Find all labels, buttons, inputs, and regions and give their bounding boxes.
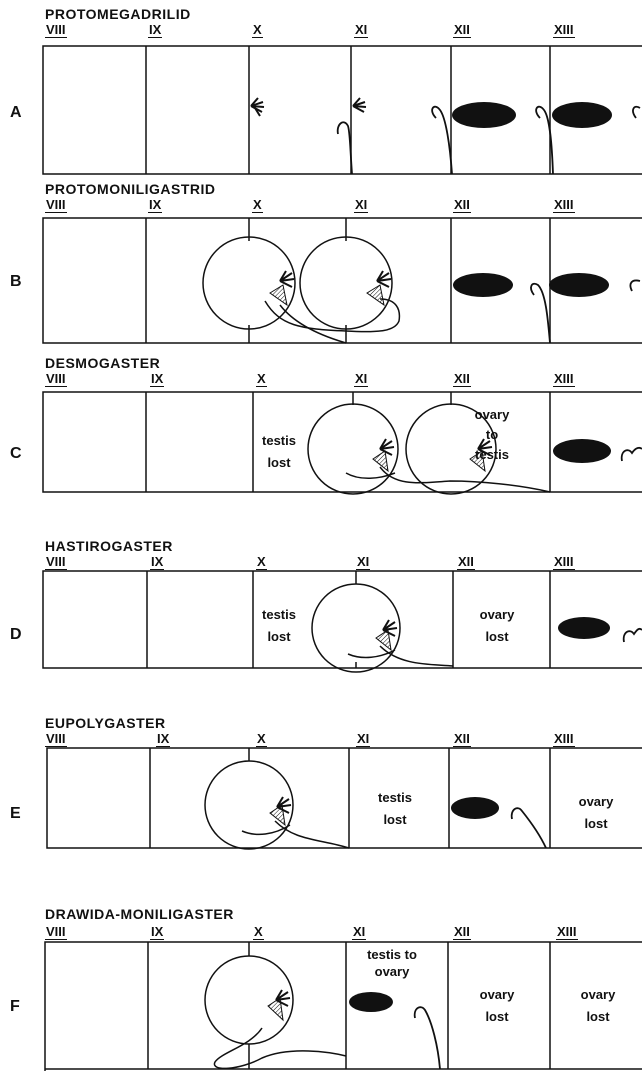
ovary: [452, 102, 516, 128]
panel-e: EUPOLYGASTER VIII IX X XI XII XIII E tes…: [0, 715, 642, 865]
ovary: [552, 102, 612, 128]
seminal-vesicle: [300, 237, 392, 329]
vas-deferens: [348, 646, 453, 666]
ovary: [553, 439, 611, 463]
ovary: [558, 617, 610, 639]
panel-d: HASTIROGASTER VIII IX X XI XII XIII D te…: [0, 538, 642, 708]
segment-diagram: [0, 715, 642, 865]
male-funnel: [622, 448, 642, 461]
vas-deferens: [265, 299, 399, 343]
segment-diagram: [0, 181, 642, 361]
panel-c: DESMOGASTER VIII IX X XI XII XIII C test…: [0, 355, 642, 535]
ovary: [549, 273, 609, 297]
panel-f: DRAWIDA-MONILIGASTER VIII IX X XI XII XI…: [0, 906, 642, 1075]
male-funnel: [624, 629, 642, 642]
male-funnel: [512, 808, 546, 848]
vas-deferens: [242, 821, 349, 848]
testis-fan: [280, 271, 391, 287]
panel-a: PROTOMEGADRILID VIII IX X XI XII XIII A: [0, 6, 642, 186]
panel-b: PROTOMONILIGASTRID VIII IX X XI XII XIII…: [0, 181, 642, 361]
seminal-vesicle: [203, 237, 295, 329]
ovary: [451, 797, 499, 819]
vas-deferens: [214, 1028, 346, 1068]
segment-diagram: [0, 6, 642, 186]
ovary: [453, 273, 513, 297]
male-funnel: [415, 1007, 440, 1069]
testis-fan: [251, 98, 366, 116]
hatched-funnel: [270, 285, 287, 305]
vas-deferens: [346, 467, 550, 492]
segment-diagram: [0, 906, 642, 1075]
segment-diagram: [0, 538, 642, 708]
segment-diagram: [0, 355, 642, 535]
ovary: [349, 992, 393, 1012]
hatched-funnel: [367, 285, 384, 305]
